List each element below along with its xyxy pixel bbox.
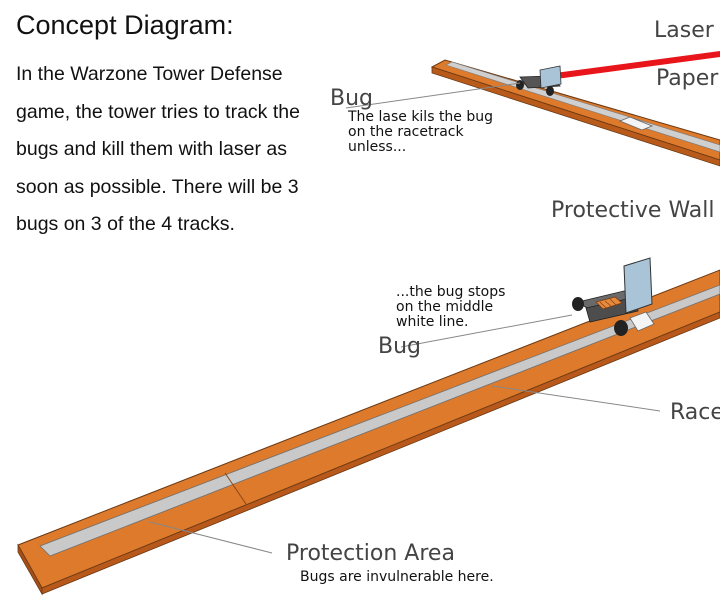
protection-area-note: Bugs are invulnerable here. <box>300 569 494 585</box>
bug-label-middle: Bug <box>378 334 422 359</box>
lower-racetrack <box>17 269 720 596</box>
paper-target <box>539 65 562 89</box>
middle-bug <box>572 257 653 336</box>
diagram-description: In the Warzone Tower Defense game, the t… <box>16 63 300 235</box>
paper-label: Paper <box>656 66 719 91</box>
upper-middle-line <box>618 116 654 131</box>
lower-middle-line <box>629 311 655 332</box>
bug-middle-note: ...the bug stops on the middle white lin… <box>396 284 506 330</box>
protective-wall-label: Protective Wall <box>551 198 715 223</box>
upper-bug <box>516 65 562 96</box>
laser-beam <box>555 51 720 79</box>
pointer-lines <box>149 82 661 554</box>
middle-bug-paper <box>623 257 653 314</box>
diagram-title: Concept Diagram: <box>16 10 234 40</box>
laser-label: Laser <box>654 18 714 43</box>
racetrack-label: Race <box>670 400 720 425</box>
bug-label-top: Bug <box>330 86 374 111</box>
protection-area-label: Protection Area <box>286 541 455 566</box>
bug-top-note: The lase kils the bug on the racetrack u… <box>348 109 494 155</box>
